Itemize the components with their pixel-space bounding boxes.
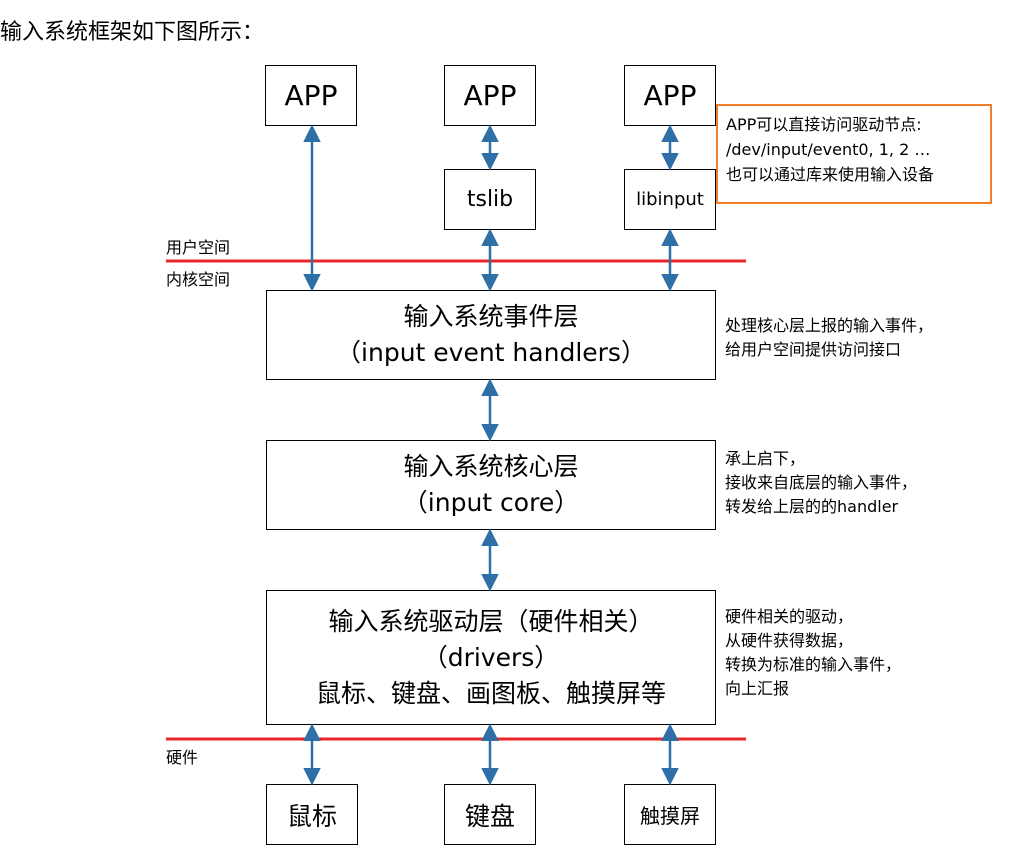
event-layer-title: 输入系统事件层 — [403, 302, 579, 331]
note-line: 转换为标准的输入事件， — [725, 655, 902, 674]
callout-line: APP可以直接访问驱动节点: — [726, 115, 922, 134]
note-line: 处理核心层上报的输入事件， — [725, 316, 934, 335]
app-label: APP — [643, 79, 697, 112]
app-box-2: APP — [444, 65, 536, 126]
app-box-3: APP — [624, 65, 716, 126]
hardware-label: 硬件 — [166, 748, 199, 767]
libinput-box: libinput — [624, 169, 716, 230]
driver-layer-devices: 鼠标、键盘、画图板、触摸屏等 — [315, 678, 666, 708]
event-layer-note: 处理核心层上报的输入事件， 给用户空间提供访问接口 — [725, 314, 933, 362]
note-line: 转发给上层的的handler — [725, 497, 899, 516]
tslib-label: tslib — [466, 187, 514, 212]
callout-line: 也可以通过库来使用输入设备 — [726, 165, 935, 184]
app-label: APP — [463, 79, 517, 112]
driver-layer-note: 硬件相关的驱动， 从硬件获得数据， 转换为标准的输入事件， 向上汇报 — [725, 605, 901, 701]
core-layer-box: 输入系统核心层 （input core） — [266, 440, 716, 530]
app-box-1: APP — [265, 65, 357, 126]
callout-line: /dev/input/event0, 1, 2 … — [726, 140, 931, 159]
core-layer-title: 输入系统核心层 — [403, 452, 579, 481]
note-line: 接收来自底层的输入事件， — [725, 473, 918, 492]
hardware-box-mouse: 鼠标 — [266, 784, 358, 845]
hardware-box-keyboard: 键盘 — [444, 784, 536, 845]
kernel-space-label: 内核空间 — [166, 270, 231, 289]
driver-layer-box: 输入系统驱动层（硬件相关） （drivers） 鼠标、键盘、画图板、触摸屏等 — [266, 590, 716, 725]
core-layer-subtitle: （input core） — [402, 488, 580, 517]
hardware-label-text: 触摸屏 — [640, 804, 700, 828]
app-label: APP — [284, 79, 338, 112]
note-line: 从硬件获得数据， — [725, 631, 854, 650]
intro-text: 输入系统框架如下图所示： — [0, 20, 265, 45]
event-layer-subtitle: （input event handlers） — [336, 338, 646, 367]
driver-layer-title: 输入系统驱动层（硬件相关） — [328, 606, 654, 636]
note-line: 给用户空间提供访问接口 — [725, 340, 902, 359]
core-layer-note: 承上启下， 接收来自底层的输入事件， 转发给上层的的handler — [725, 447, 917, 519]
hardware-label-text: 键盘 — [464, 801, 515, 831]
driver-layer-subtitle: （drivers） — [422, 642, 560, 672]
note-line: 硬件相关的驱动， — [725, 607, 854, 626]
note-line: 向上汇报 — [725, 679, 790, 698]
note-line: 承上启下， — [725, 449, 806, 468]
libinput-label: libinput — [636, 189, 704, 210]
hardware-label-text: 鼠标 — [286, 801, 337, 831]
event-layer-box: 输入系统事件层 （input event handlers） — [266, 290, 716, 380]
callout-note: APP可以直接访问驱动节点: /dev/input/event0, 1, 2 …… — [716, 104, 992, 204]
user-space-label: 用户空间 — [166, 238, 231, 257]
